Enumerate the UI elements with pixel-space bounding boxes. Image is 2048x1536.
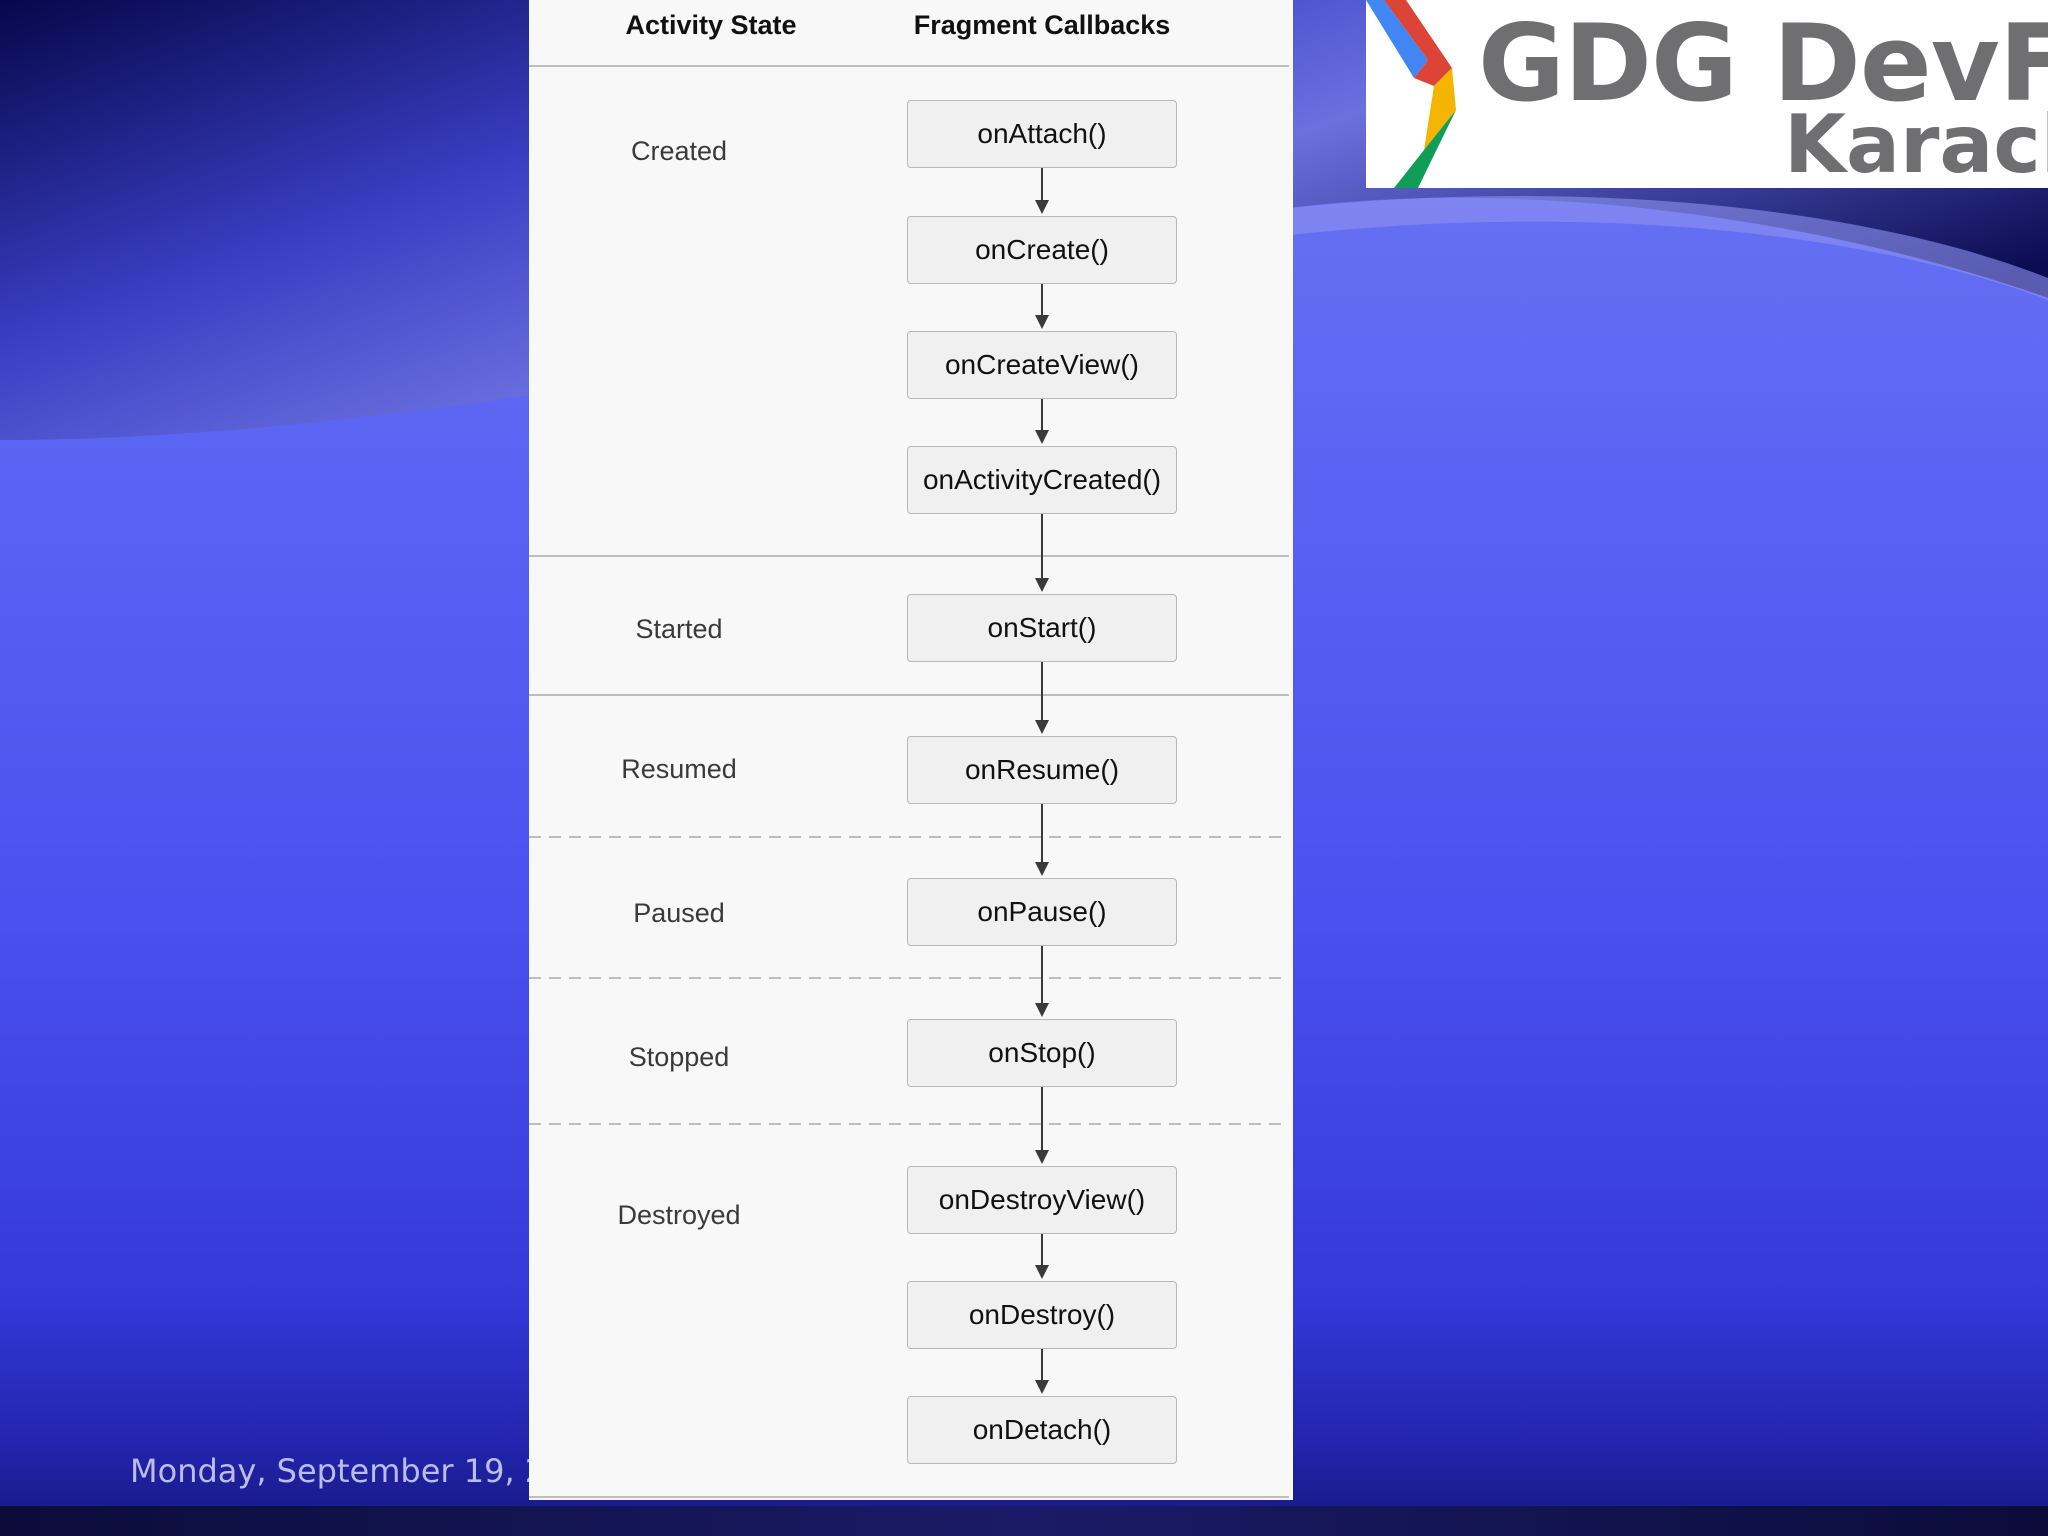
callback-onpause: onPause(): [907, 878, 1177, 946]
callback-onattach: onAttach(): [907, 100, 1177, 168]
arrow-head: [1035, 315, 1049, 329]
state-stopped: Stopped: [628, 1042, 730, 1072]
arrow-head: [1035, 200, 1049, 214]
callback-oncreateview: onCreateView(): [907, 331, 1177, 399]
callback-onstop: onStop(): [907, 1019, 1177, 1087]
header-fragment-callbacks: Fragment Callbacks: [913, 10, 1171, 40]
callback-ondetach: onDetach(): [907, 1396, 1177, 1464]
arrow-head: [1035, 1265, 1049, 1279]
arrow-head: [1035, 862, 1049, 876]
arrow-head: [1035, 430, 1049, 444]
diagram-lines: [529, 65, 1289, 1498]
gdg-devfest-logo: GDG DevFest Karachi: [1366, 0, 2048, 188]
callback-onresume: onResume(): [907, 736, 1177, 804]
slide-bottom-bar: [0, 1506, 2048, 1536]
state-paused: Paused: [633, 898, 725, 928]
callback-ondestroyview: onDestroyView(): [907, 1166, 1177, 1234]
callback-ondestroy: onDestroy(): [907, 1281, 1177, 1349]
fragment-lifecycle-diagram: Activity State Fragment Callbacks Create…: [529, 0, 1293, 1500]
arrow-head: [1035, 1003, 1049, 1017]
callback-onstart: onStart(): [907, 594, 1177, 662]
state-destroyed: Destroyed: [617, 1200, 741, 1230]
header-activity-state: Activity State: [625, 10, 797, 40]
arrow-head: [1035, 720, 1049, 734]
slide-date: Monday, September 19, 2011: [130, 1452, 607, 1490]
gdg-chevron-icon: [1366, 0, 1456, 188]
state-created: Created: [630, 136, 728, 166]
state-started: Started: [635, 614, 723, 644]
logo-subtitle: Karachi: [1784, 98, 2048, 188]
state-resumed: Resumed: [621, 754, 737, 784]
callback-onactivitycreated: onActivityCreated(): [907, 446, 1177, 514]
logo-title: GDG DevFest: [1478, 2, 2048, 125]
arrow-head: [1035, 1150, 1049, 1164]
arrow-head: [1035, 578, 1049, 592]
callback-oncreate: onCreate(): [907, 216, 1177, 284]
arrow-head: [1035, 1380, 1049, 1394]
